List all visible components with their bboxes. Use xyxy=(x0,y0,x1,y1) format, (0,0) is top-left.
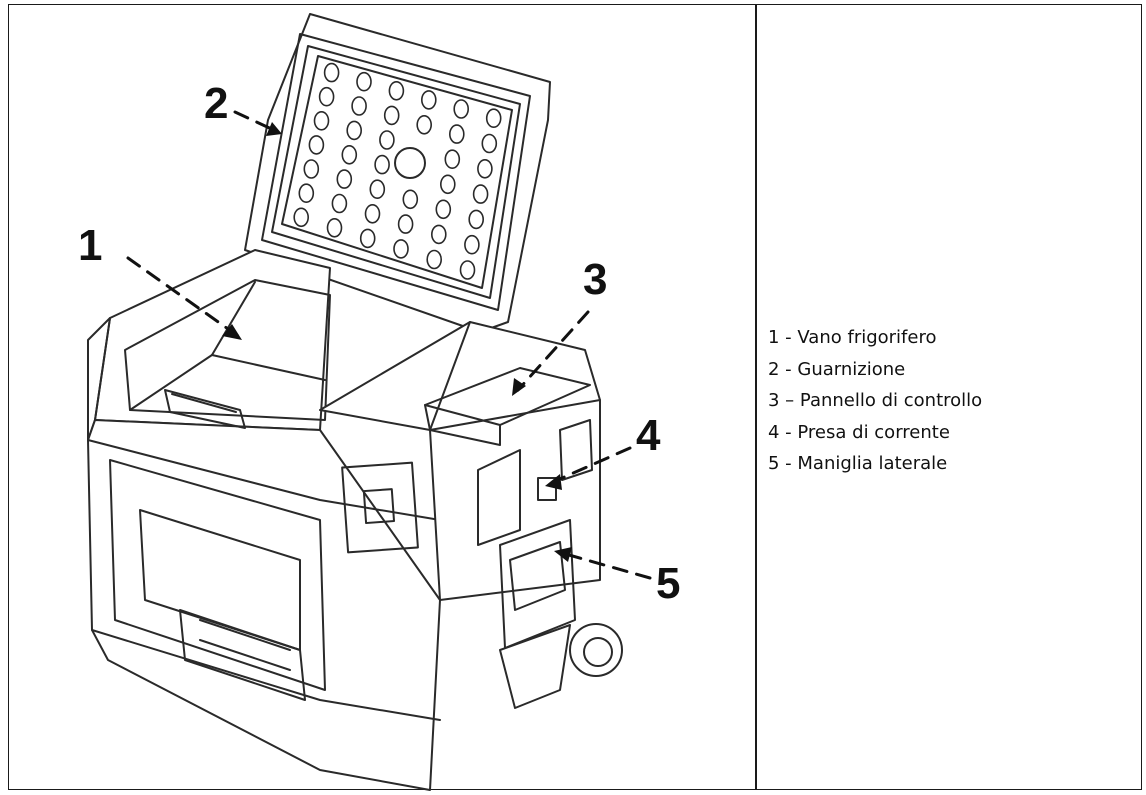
lid-hole xyxy=(383,105,400,126)
callout-label-5: 5 xyxy=(656,559,681,608)
lid-hole xyxy=(481,133,498,154)
callout-label-3: 3 xyxy=(583,255,608,304)
lid-hole xyxy=(298,183,315,203)
lid-hole xyxy=(293,207,310,228)
lid-hole xyxy=(313,111,330,131)
lid-hole xyxy=(318,86,335,107)
lid-hole xyxy=(356,71,372,92)
callout-arrows xyxy=(126,110,652,580)
lid-hole xyxy=(416,115,433,135)
lid-hole xyxy=(397,214,414,234)
fridge-body xyxy=(87,249,623,791)
lid-hole xyxy=(420,90,437,110)
lid-hole xyxy=(439,174,456,195)
callout-label-1: 1 xyxy=(78,221,103,270)
lid-hole xyxy=(444,149,461,169)
lid-hole xyxy=(426,249,443,270)
lid-hole xyxy=(374,154,390,175)
lid-hole xyxy=(326,218,343,238)
column-divider xyxy=(755,4,757,790)
lid xyxy=(244,13,551,333)
lid-hole xyxy=(359,228,376,249)
lid-hole xyxy=(323,62,340,83)
arrow-2 xyxy=(233,110,280,134)
lid-hole xyxy=(393,239,409,259)
lid-hole xyxy=(459,260,476,280)
arrow-heads xyxy=(222,122,572,562)
lid-hole xyxy=(369,179,386,199)
lid-hole xyxy=(435,199,452,220)
lid-hole xyxy=(364,204,381,224)
lid-hole xyxy=(303,159,320,179)
parts-legend: 1 - Vano frigorifero 2 - Guarnizione 3 –… xyxy=(768,322,982,480)
lid-hole xyxy=(477,159,493,179)
legend-item: 1 - Vano frigorifero xyxy=(768,327,937,348)
fridge-illustration xyxy=(87,13,652,791)
lid-hole xyxy=(430,224,447,245)
lid-center-plug xyxy=(394,147,426,179)
lid-hole xyxy=(468,209,485,230)
lid-hole xyxy=(453,99,470,119)
callout-label-4: 4 xyxy=(636,411,661,460)
lid-hole xyxy=(379,130,395,150)
lid-hole xyxy=(472,184,489,204)
lid-hole xyxy=(351,96,367,116)
lid-hole xyxy=(346,120,363,141)
legend-item: 5 - Maniglia laterale xyxy=(768,453,948,474)
lid-holes xyxy=(293,62,502,280)
legend-item: 4 - Presa di corrente xyxy=(768,421,950,443)
lid-hole xyxy=(464,234,480,255)
arrow-3 xyxy=(516,310,590,392)
lid-hole xyxy=(388,81,405,101)
callout-label-2: 2 xyxy=(204,79,229,128)
arrow-4 xyxy=(551,446,632,484)
figure-frame xyxy=(8,4,1142,790)
lid-hole xyxy=(336,169,353,189)
legend-item: 3 – Pannello di controllo xyxy=(768,390,983,411)
lid-hole xyxy=(402,189,419,210)
lid-hole xyxy=(331,193,348,214)
legend-item: 2 - Guarnizione xyxy=(768,358,906,380)
lid-hole xyxy=(308,135,325,155)
lid-hole xyxy=(341,145,358,165)
lid-hole xyxy=(485,108,502,128)
arrow-5 xyxy=(560,551,652,580)
lid-hole xyxy=(448,124,465,144)
